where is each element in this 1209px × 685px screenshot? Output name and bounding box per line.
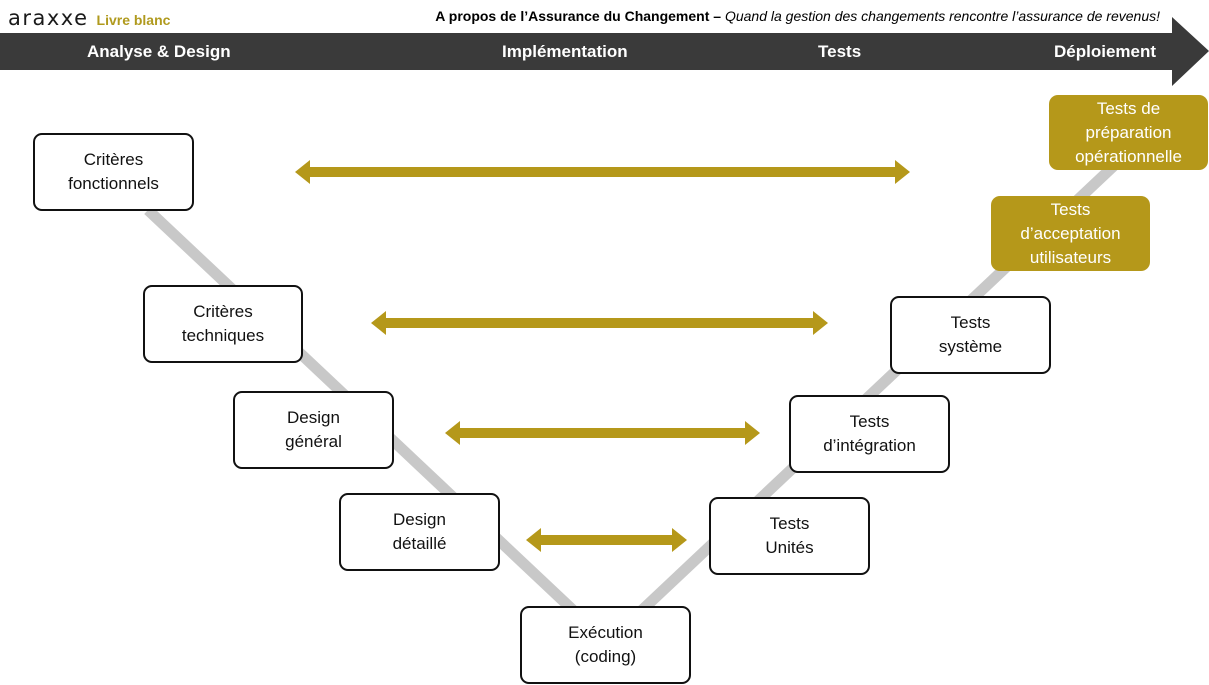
box-tests-preparation: Tests de préparation opérationnelle: [1049, 95, 1208, 170]
box-tests-integration: Tests d’intégration: [789, 395, 950, 473]
arrow-general-integration: [445, 421, 760, 445]
phase-deploiement: Déploiement: [1054, 42, 1157, 61]
phase-tests: Tests: [818, 42, 862, 61]
box-tests-systeme: Tests système: [890, 296, 1051, 374]
box-design-general: Design général: [233, 391, 394, 469]
box-tests-acceptation: Tests d’acceptation utilisateurs: [991, 196, 1150, 271]
phase-implementation: Implémentation: [502, 42, 628, 61]
arrow-techniques-systeme: [371, 311, 828, 335]
box-tests-unites: Tests Unités: [709, 497, 870, 575]
box-criteres-techniques: Critères techniques: [143, 285, 303, 363]
phase-analyse-design: Analyse & Design: [87, 42, 231, 61]
phase-arrow-banner: [0, 17, 1209, 86]
tagline-italic: Quand la gestion des changements rencont…: [724, 8, 1160, 24]
correspondence-arrows: [295, 160, 910, 552]
brand: araxxe Livre blanc: [8, 6, 170, 32]
brand-logo: araxxe: [8, 6, 89, 30]
brand-subtitle: Livre blanc: [96, 12, 171, 28]
arrow-fonctionnels-uat: [295, 160, 910, 184]
tagline-bold: A propos de l’Assurance du Changement –: [435, 8, 722, 24]
box-execution-coding: Exécution (coding): [520, 606, 691, 684]
tagline: A propos de l’Assurance du Changement – …: [435, 8, 1160, 24]
box-criteres-fonctionnels: Critères fonctionnels: [33, 133, 194, 211]
arrow-detaille-unites: [526, 528, 687, 552]
box-design-detaille: Design détaillé: [339, 493, 500, 571]
